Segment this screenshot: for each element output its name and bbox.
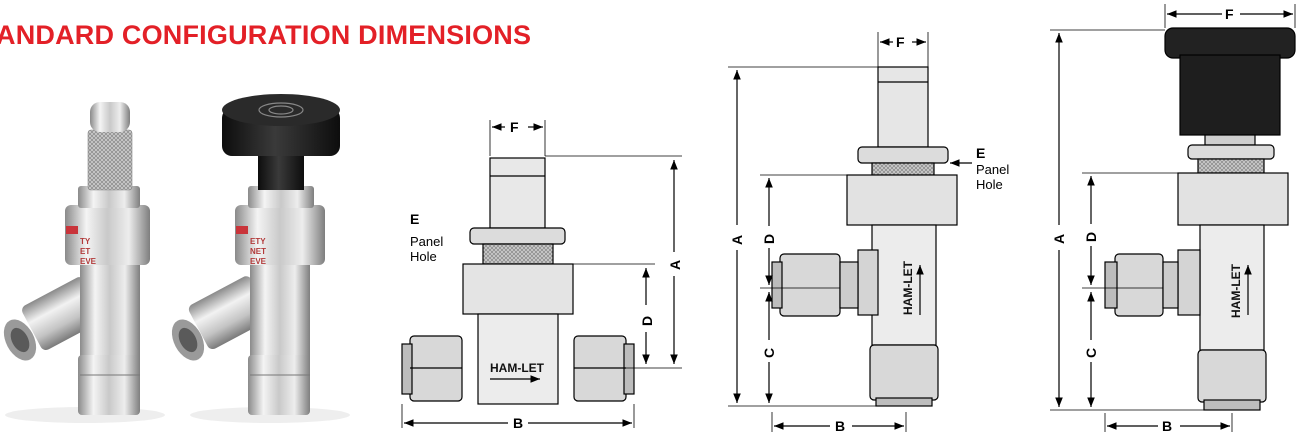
drawing-straight-labels: F A D B E Panel Hole HAM-LET [410, 119, 683, 431]
dimension-label-e: E [410, 211, 419, 227]
dimension-label-d: D [1083, 232, 1099, 242]
dimension-label-c: C [1083, 348, 1099, 358]
dimension-label-c: C [761, 348, 777, 358]
page-title: ANDARD CONFIGURATION DIMENSIONS [0, 20, 532, 50]
brand-marking: HAM-LET [490, 361, 545, 375]
drawing-angle-knob-labels: F A D C B HAM-LET [1051, 6, 1243, 434]
dimension-label-f: F [1225, 6, 1234, 22]
dimension-label-b: B [835, 418, 845, 434]
valve-label-line: EVE [80, 257, 97, 266]
valve-label-line: ET [80, 247, 90, 256]
drawing-angle-valve-knob [1050, 4, 1296, 432]
brand-marking: HAM-LET [901, 260, 915, 315]
drawing-angle-valve-cap [728, 32, 972, 432]
dimension-label-a: A [1051, 234, 1067, 244]
valve-label-line: NET [250, 247, 266, 256]
panel-hole-label: Hole [410, 249, 437, 264]
valve-label-line: TY [80, 237, 91, 246]
dimension-label-d: D [639, 316, 655, 326]
dimension-label-d: D [761, 234, 777, 244]
valve-label-line: ETY [250, 237, 266, 246]
dimension-label-b: B [1162, 418, 1172, 434]
valve-photo-knurled: TY ET EVE [3, 102, 165, 423]
valve-photo-knob: ETY NET EVE [171, 94, 350, 423]
brand-marking: HAM-LET [1229, 263, 1243, 318]
dimension-label-f: F [510, 119, 519, 135]
panel-hole-label: Hole [976, 177, 1003, 192]
drawing-angle-cap-labels: F A D C B E Panel Hole HAM-LET [729, 34, 1009, 434]
drawing-straight-valve [401, 120, 682, 428]
dimension-label-e: E [976, 145, 985, 161]
panel-hole-label: Panel [410, 234, 443, 249]
dimension-label-b: B [513, 415, 523, 431]
dimension-label-f: F [896, 34, 905, 50]
dimension-label-a: A [667, 260, 683, 270]
dimension-label-a: A [729, 235, 745, 245]
valve-label-line: EVE [250, 257, 267, 266]
panel-hole-label: Panel [976, 162, 1009, 177]
